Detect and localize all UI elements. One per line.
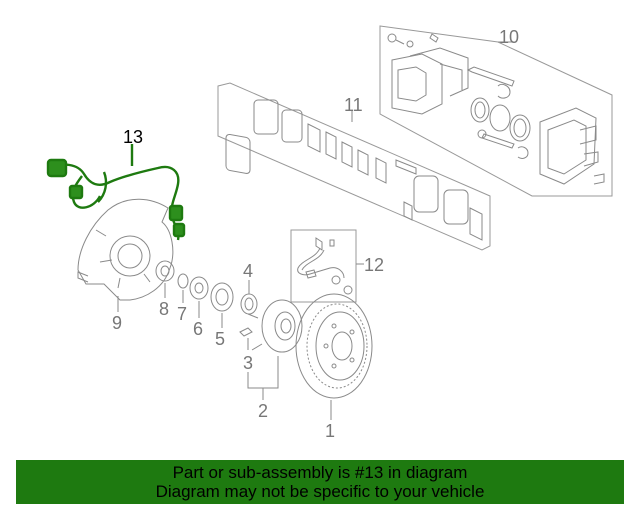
callout-13: 13 bbox=[123, 127, 144, 147]
caliper-assembly-panel bbox=[379, 25, 613, 197]
callout-12: 12 bbox=[364, 255, 385, 275]
callout-6: 6 bbox=[193, 319, 204, 339]
callout-8: 8 bbox=[159, 299, 170, 319]
callout-10: 10 bbox=[499, 27, 520, 47]
callout-11: 11 bbox=[344, 95, 363, 115]
callout-2: 2 bbox=[258, 401, 269, 421]
brake-hose-panel bbox=[290, 229, 364, 303]
callout-3: 3 bbox=[243, 353, 254, 373]
brake-pad-kit-panel bbox=[217, 82, 491, 251]
callout-9: 9 bbox=[112, 313, 123, 333]
splash-shield bbox=[77, 198, 174, 312]
callout-5: 5 bbox=[215, 329, 226, 349]
callout-7: 7 bbox=[177, 304, 188, 324]
hub-components bbox=[155, 260, 303, 400]
info-banner: Part or sub-assembly is #13 in diagram D… bbox=[16, 460, 624, 504]
callout-4: 4 bbox=[243, 261, 254, 281]
banner-line-1: Part or sub-assembly is #13 in diagram bbox=[172, 463, 468, 482]
banner-line-2: Diagram may not be specific to your vehi… bbox=[155, 482, 485, 501]
callout-1: 1 bbox=[325, 421, 336, 441]
wheel-speed-sensor-harness bbox=[46, 144, 186, 241]
brake-rotor bbox=[295, 293, 373, 420]
